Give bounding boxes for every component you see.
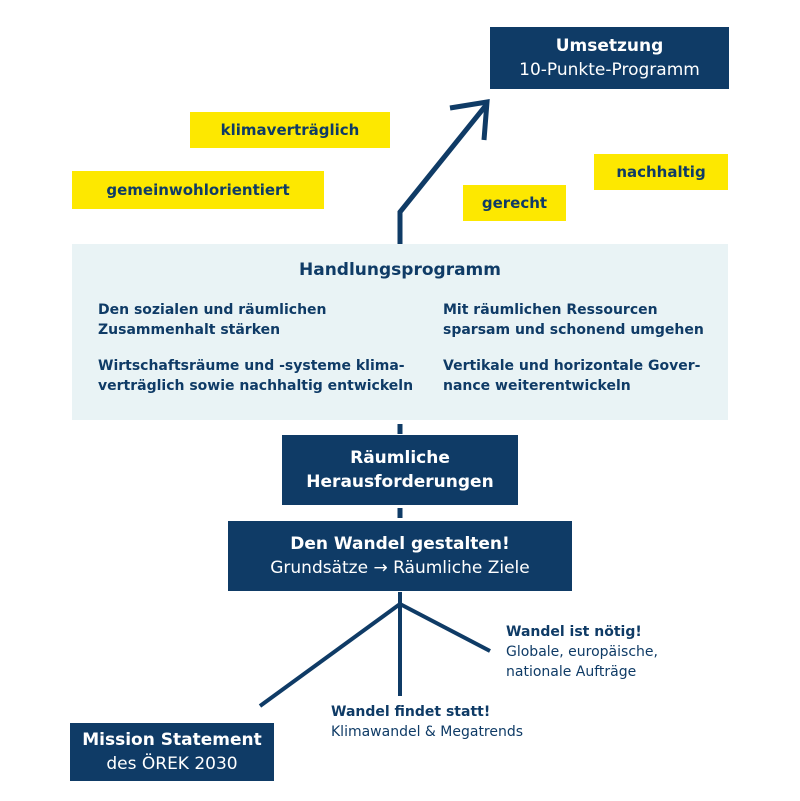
umsetzung-title: Umsetzung	[555, 36, 664, 56]
tag-nachhaltig: nachhaltig	[594, 154, 728, 190]
panel-item-3-line1: Wirtschaftsräume und -systeme klima-	[98, 358, 405, 374]
mission-title: Mission Statement	[82, 730, 262, 750]
wandel-noetig-line3: nationale Aufträge	[506, 664, 637, 680]
wandel-noetig-title: Wandel ist nötig!	[506, 624, 642, 640]
panel-item-1: Den sozialen und räumlichen Zusammenhalt…	[98, 300, 327, 340]
panel-item-1-line2: Zusammenhalt stärken	[98, 322, 281, 338]
panel-item-3-line2: verträglich sowie nachhaltig entwickeln	[98, 378, 414, 394]
branch-right	[399, 602, 491, 653]
wandel-findet-line2: Klimawandel & Megatrends	[331, 724, 524, 740]
wandel-noetig-caption: Wandel ist nötig! Globale, europäische, …	[506, 622, 658, 682]
arrow-shaft	[397, 102, 489, 244]
herausforderungen-line2: Herausforderungen	[306, 472, 494, 492]
panel-item-2-line1: Mit räumlichen Ressourcen	[443, 302, 658, 318]
tag-klimavertraeglich: klimaverträglich	[190, 112, 390, 148]
wandel-noetig-line2: Globale, europäische,	[506, 644, 658, 660]
panel-item-1-line1: Den sozialen und räumlichen	[98, 302, 327, 318]
panel-item-2: Mit räumlichen Ressourcen sparsam und sc…	[443, 300, 704, 340]
wandel-findet-title: Wandel findet statt!	[331, 704, 491, 720]
umsetzung-subtitle: 10-Punkte-Programm	[519, 60, 700, 80]
arrow-head	[449, 99, 490, 141]
mission-statement-box: Mission Statement des ÖREK 2030	[70, 723, 274, 781]
mission-subtitle: des ÖREK 2030	[106, 754, 238, 774]
umsetzung-box: Umsetzung 10-Punkte-Programm	[490, 27, 729, 89]
tag-gemeinwohlorientiert: gemeinwohlorientiert	[72, 171, 324, 209]
panel-item-2-line2: sparsam und schonend umgehen	[443, 322, 704, 338]
handlungsprogramm-title: Handlungsprogramm	[299, 260, 501, 280]
herausforderungen-box: Räumliche Herausforderungen	[282, 435, 518, 505]
panel-item-4-line1: Vertikale und horizontale Gover-	[443, 358, 701, 374]
branch-left	[258, 602, 402, 708]
wandel-gestalten-box: Den Wandel gestalten! Grundsätze → Räuml…	[228, 521, 572, 591]
panel-item-4-line2: nance weiterentwickeln	[443, 378, 631, 394]
panel-item-3: Wirtschaftsräume und -systeme klima- ver…	[98, 356, 413, 396]
wandel-gestalten-subtitle: Grundsätze → Räumliche Ziele	[270, 558, 530, 578]
handlungsprogramm-panel: Handlungsprogramm Den sozialen und räuml…	[72, 244, 728, 420]
herausforderungen-line1: Räumliche	[350, 448, 450, 468]
wandel-gestalten-title: Den Wandel gestalten!	[290, 534, 510, 554]
tag-gerecht: gerecht	[463, 185, 566, 221]
wandel-findet-caption: Wandel findet statt! Klimawandel & Megat…	[331, 702, 523, 742]
panel-item-4: Vertikale und horizontale Gover- nance w…	[443, 356, 701, 396]
